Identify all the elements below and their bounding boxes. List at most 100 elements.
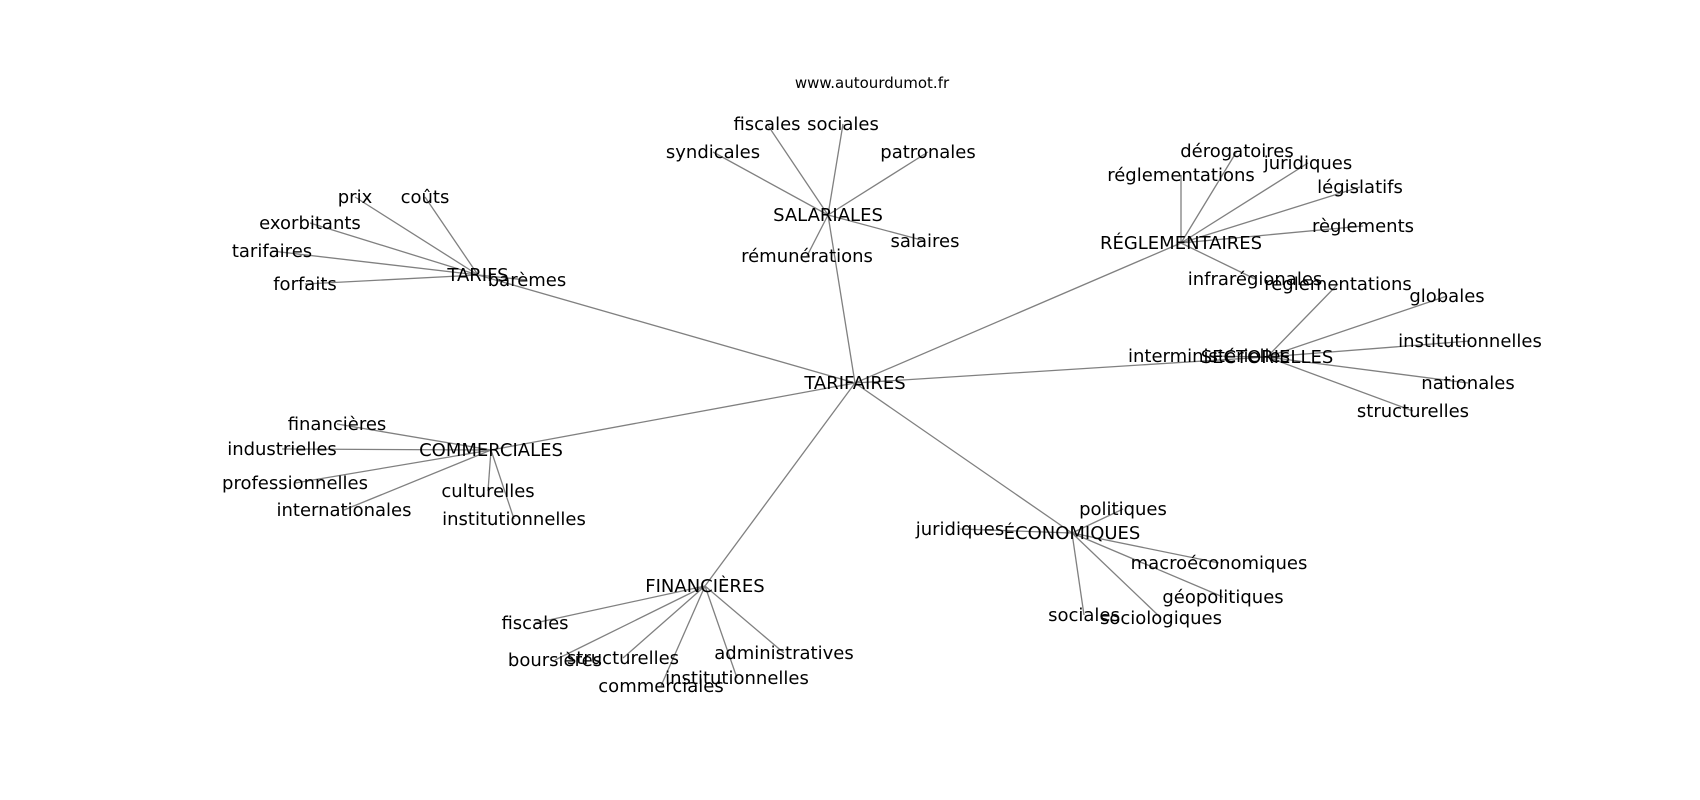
leaf-node-sociales: sociales bbox=[1048, 605, 1120, 626]
leaf-node-couts: coûts bbox=[401, 187, 450, 208]
edge-economiques-sociales bbox=[1071, 532, 1085, 616]
edge-commerciales-financieres bbox=[336, 423, 492, 451]
edge-reglementaires-juridiques bbox=[1180, 162, 1309, 244]
leaf-node-derogatoires: dérogatoires bbox=[1180, 141, 1294, 162]
cluster-node-salariales: SALARIALES bbox=[773, 205, 883, 226]
leaf-node-exorbitants: exorbitants bbox=[259, 213, 361, 234]
graph-edges bbox=[271, 123, 1471, 687]
edge-tarifs-prix bbox=[354, 196, 479, 276]
edge-economiques-macroeconomiques bbox=[1071, 532, 1220, 564]
leaf-node-interministerielles: interministérielles bbox=[1128, 346, 1290, 367]
leaf-node-fiscales: fiscales bbox=[501, 613, 568, 634]
edge-commerciales-culturelles bbox=[487, 449, 492, 492]
edge-reglementaires-reglements bbox=[1180, 225, 1364, 244]
edge-root-tarifs bbox=[477, 274, 856, 384]
edge-commerciales-industrielles bbox=[281, 448, 492, 451]
edge-sectorielles-nationales bbox=[1266, 356, 1469, 384]
leaf-node-administratives: administratives bbox=[714, 643, 853, 664]
leaf-node-globales: globales bbox=[1409, 286, 1484, 307]
edge-financieres-fiscales bbox=[534, 585, 706, 624]
edge-salariales-sociales bbox=[827, 123, 844, 216]
edge-tarifs-forfaits bbox=[304, 274, 479, 285]
leaf-node-fiscales: fiscales bbox=[733, 114, 800, 135]
leaf-node-professionnelles: professionnelles bbox=[222, 473, 368, 494]
cluster-node-economiques: ÉCONOMIQUES bbox=[1004, 522, 1141, 544]
edge-economiques-juridiques bbox=[959, 528, 1073, 534]
leaf-node-forfaits: forfaits bbox=[273, 274, 337, 295]
edge-financieres-structurelles bbox=[622, 585, 706, 659]
edge-salariales-salaires bbox=[827, 214, 926, 242]
cluster-node-financieres: FINANCIÈRES bbox=[645, 575, 764, 597]
edge-sectorielles-institutionnelles bbox=[1266, 340, 1471, 358]
leaf-node-geopolitiques: géopolitiques bbox=[1162, 587, 1283, 608]
edge-commerciales-institutionnelles bbox=[490, 449, 515, 520]
edge-root-financieres bbox=[704, 382, 856, 587]
edge-tarifs-exorbitants bbox=[309, 222, 479, 276]
leaf-node-baremes: barèmes bbox=[488, 270, 567, 291]
edge-financieres-boursieres bbox=[554, 585, 706, 661]
leaf-node-culturelles: culturelles bbox=[441, 481, 534, 502]
edge-salariales-remunerations bbox=[806, 214, 829, 257]
edge-reglementaires-infraregionales bbox=[1180, 242, 1256, 280]
leaf-node-reglementations: réglementations bbox=[1107, 165, 1255, 186]
edge-commerciales-professionnelles bbox=[294, 449, 492, 484]
leaf-node-infraregionales: infrarégionales bbox=[1188, 269, 1323, 290]
leaf-node-sociales: sociales bbox=[807, 114, 879, 135]
graph-labels: prix coûts exorbitants tarifaires forfaits ba… bbox=[222, 114, 1542, 697]
edge-root-economiques bbox=[854, 382, 1073, 534]
edge-reglementaires-legislatifs bbox=[1180, 186, 1361, 244]
edge-sectorielles-interministerielles bbox=[1208, 355, 1268, 358]
leaf-node-sociologiques: sociologiques bbox=[1100, 608, 1222, 629]
leaf-node-patronales: patronales bbox=[880, 142, 975, 163]
edge-reglementaires-derogatoires bbox=[1180, 150, 1238, 244]
cluster-node-sectorielles: SECTORIELLES bbox=[1201, 347, 1334, 368]
edge-root-salariales bbox=[827, 214, 856, 384]
edge-salariales-fiscales bbox=[766, 123, 829, 216]
leaf-node-reglementations: réglementations bbox=[1264, 274, 1412, 295]
leaf-node-tarifaires: tarifaires bbox=[232, 241, 312, 262]
leaf-node-syndicales: syndicales bbox=[666, 142, 760, 163]
leaf-node-institutionnelles: institutionnelles bbox=[1398, 331, 1542, 352]
edge-commerciales-internationales bbox=[343, 449, 492, 511]
edge-tarifs-tarifaires bbox=[271, 250, 479, 276]
leaf-node-nationales: nationales bbox=[1421, 373, 1514, 394]
leaf-node-industrielles: industrielles bbox=[227, 439, 337, 460]
leaf-node-prix: prix bbox=[338, 187, 373, 208]
edge-financieres-administratives bbox=[704, 585, 785, 654]
edge-economiques-politiques bbox=[1071, 508, 1124, 534]
edge-root-commerciales bbox=[490, 382, 856, 451]
edge-financieres-institutionnelles bbox=[704, 585, 738, 679]
edge-root-reglementaires bbox=[854, 242, 1182, 384]
edge-sectorielles-globales bbox=[1266, 295, 1448, 358]
site-credit: www.autourdumot.fr bbox=[795, 74, 950, 92]
leaf-node-macroeconomiques: macroéconomiques bbox=[1131, 553, 1308, 574]
edge-root-sectorielles bbox=[854, 356, 1268, 384]
cluster-node-reglementaires: RÉGLEMENTAIRES bbox=[1100, 232, 1262, 254]
edge-sectorielles-reglementations bbox=[1266, 283, 1339, 358]
edge-salariales-syndicales bbox=[712, 151, 829, 216]
edge-tarifs-couts bbox=[424, 196, 479, 276]
leaf-node-politiques: politiques bbox=[1079, 499, 1167, 520]
leaf-node-institutionnelles: institutionnelles bbox=[665, 668, 809, 689]
leaf-node-salaires: salaires bbox=[891, 231, 960, 252]
cluster-node-commerciales: COMMERCIALES bbox=[419, 440, 563, 461]
leaf-node-structurelles: structurelles bbox=[567, 648, 679, 669]
leaf-node-legislatifs: législatifs bbox=[1317, 177, 1403, 198]
leaf-node-internationales: internationales bbox=[276, 500, 411, 521]
edge-sectorielles-structurelles bbox=[1266, 356, 1414, 412]
leaf-node-remunerations: rémunérations bbox=[741, 246, 873, 267]
cluster-node-tarifs: TARIFS bbox=[446, 265, 508, 286]
leaf-node-boursieres: boursières bbox=[508, 650, 602, 671]
leaf-node-reglements: règlements bbox=[1312, 216, 1414, 237]
leaf-node-institutionnelles: institutionnelles bbox=[442, 509, 586, 530]
edge-financieres-commerciales bbox=[660, 585, 706, 687]
edge-economiques-sociologiques bbox=[1071, 532, 1162, 619]
edge-salariales-patronales bbox=[827, 151, 929, 216]
leaf-node-commerciales: commerciales bbox=[598, 676, 723, 697]
leaf-node-financieres: financières bbox=[288, 414, 387, 435]
leaf-node-juridiques: juridiques bbox=[1263, 153, 1353, 174]
leaf-node-juridiques: juridiques bbox=[915, 519, 1005, 540]
leaf-node-structurelles: structurelles bbox=[1357, 401, 1469, 422]
root-node: TARIFAIRES bbox=[803, 373, 905, 394]
